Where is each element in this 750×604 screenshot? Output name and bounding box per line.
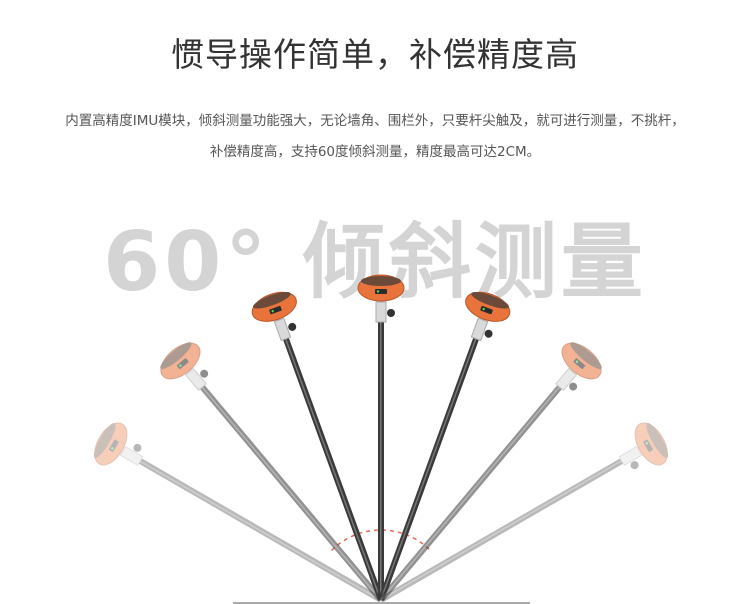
pole-highlight	[200, 385, 382, 601]
pole-highlight	[380, 459, 624, 601]
pole-highlight	[284, 336, 382, 601]
mount-knob	[484, 329, 493, 338]
survey-pole	[379, 342, 602, 602]
receiver-top	[646, 423, 669, 458]
survey-pole	[378, 291, 511, 601]
survey-pole	[160, 342, 383, 602]
pole-mount	[470, 317, 489, 342]
pole-highlight	[380, 320, 382, 600]
pole-shaft	[380, 458, 625, 602]
receiver-top	[253, 291, 291, 309]
pole-highlight	[138, 459, 382, 601]
mount-knob	[200, 369, 209, 378]
description-line-2: 补偿精度高，支持60度倾斜测量，精度最高可达2CM。	[209, 144, 541, 160]
gnss-receiver	[561, 342, 602, 380]
receiver-top	[570, 342, 602, 370]
mount-knob	[288, 322, 297, 331]
receiver-led	[111, 447, 114, 450]
receiver-led	[575, 360, 579, 363]
receiver-led	[482, 307, 485, 311]
receiver-led	[376, 290, 380, 293]
survey-pole	[357, 274, 405, 600]
pole-highlight	[380, 336, 478, 601]
pole-mount	[375, 301, 387, 323]
receiver-panel	[109, 439, 119, 452]
description-line-1: 内置高精度IMU模块，倾斜测量功能强大，无论墙角、围栏外，只要杆尖触及，就可进行…	[65, 113, 685, 129]
receiver-led	[179, 364, 182, 367]
receiver-panel	[375, 289, 387, 294]
pole-mount	[273, 317, 292, 342]
receiver-top	[160, 342, 192, 370]
survey-pole	[251, 291, 384, 601]
mount-knob	[133, 443, 142, 452]
receiver-panel	[643, 439, 653, 452]
receiver-led	[645, 441, 648, 445]
pole-mount	[618, 445, 643, 467]
receiver-led	[271, 309, 274, 313]
survey-pole	[93, 422, 382, 602]
receiver-top	[361, 276, 401, 286]
pole-mount	[184, 367, 207, 391]
gnss-receiver	[160, 342, 201, 380]
mount-knob	[569, 382, 578, 391]
mount-knob	[387, 309, 395, 317]
receiver-top	[471, 291, 509, 309]
survey-pole	[380, 422, 669, 602]
gnss-receiver	[94, 422, 128, 466]
receiver-top	[93, 423, 116, 458]
pole-mount	[119, 445, 144, 467]
description: 内置高精度IMU模块，倾斜测量功能强大，无论墙角、围栏外，只要杆尖触及，就可进行…	[40, 106, 710, 168]
gnss-receiver	[634, 422, 668, 466]
headline: 惯导操作简单，补偿精度高	[171, 35, 579, 74]
pole-mount	[555, 367, 578, 391]
tilt-angle-arc	[330, 529, 432, 552]
pole-shaft	[137, 458, 382, 602]
mount-knob	[630, 461, 639, 470]
pole-highlight	[380, 384, 562, 601]
